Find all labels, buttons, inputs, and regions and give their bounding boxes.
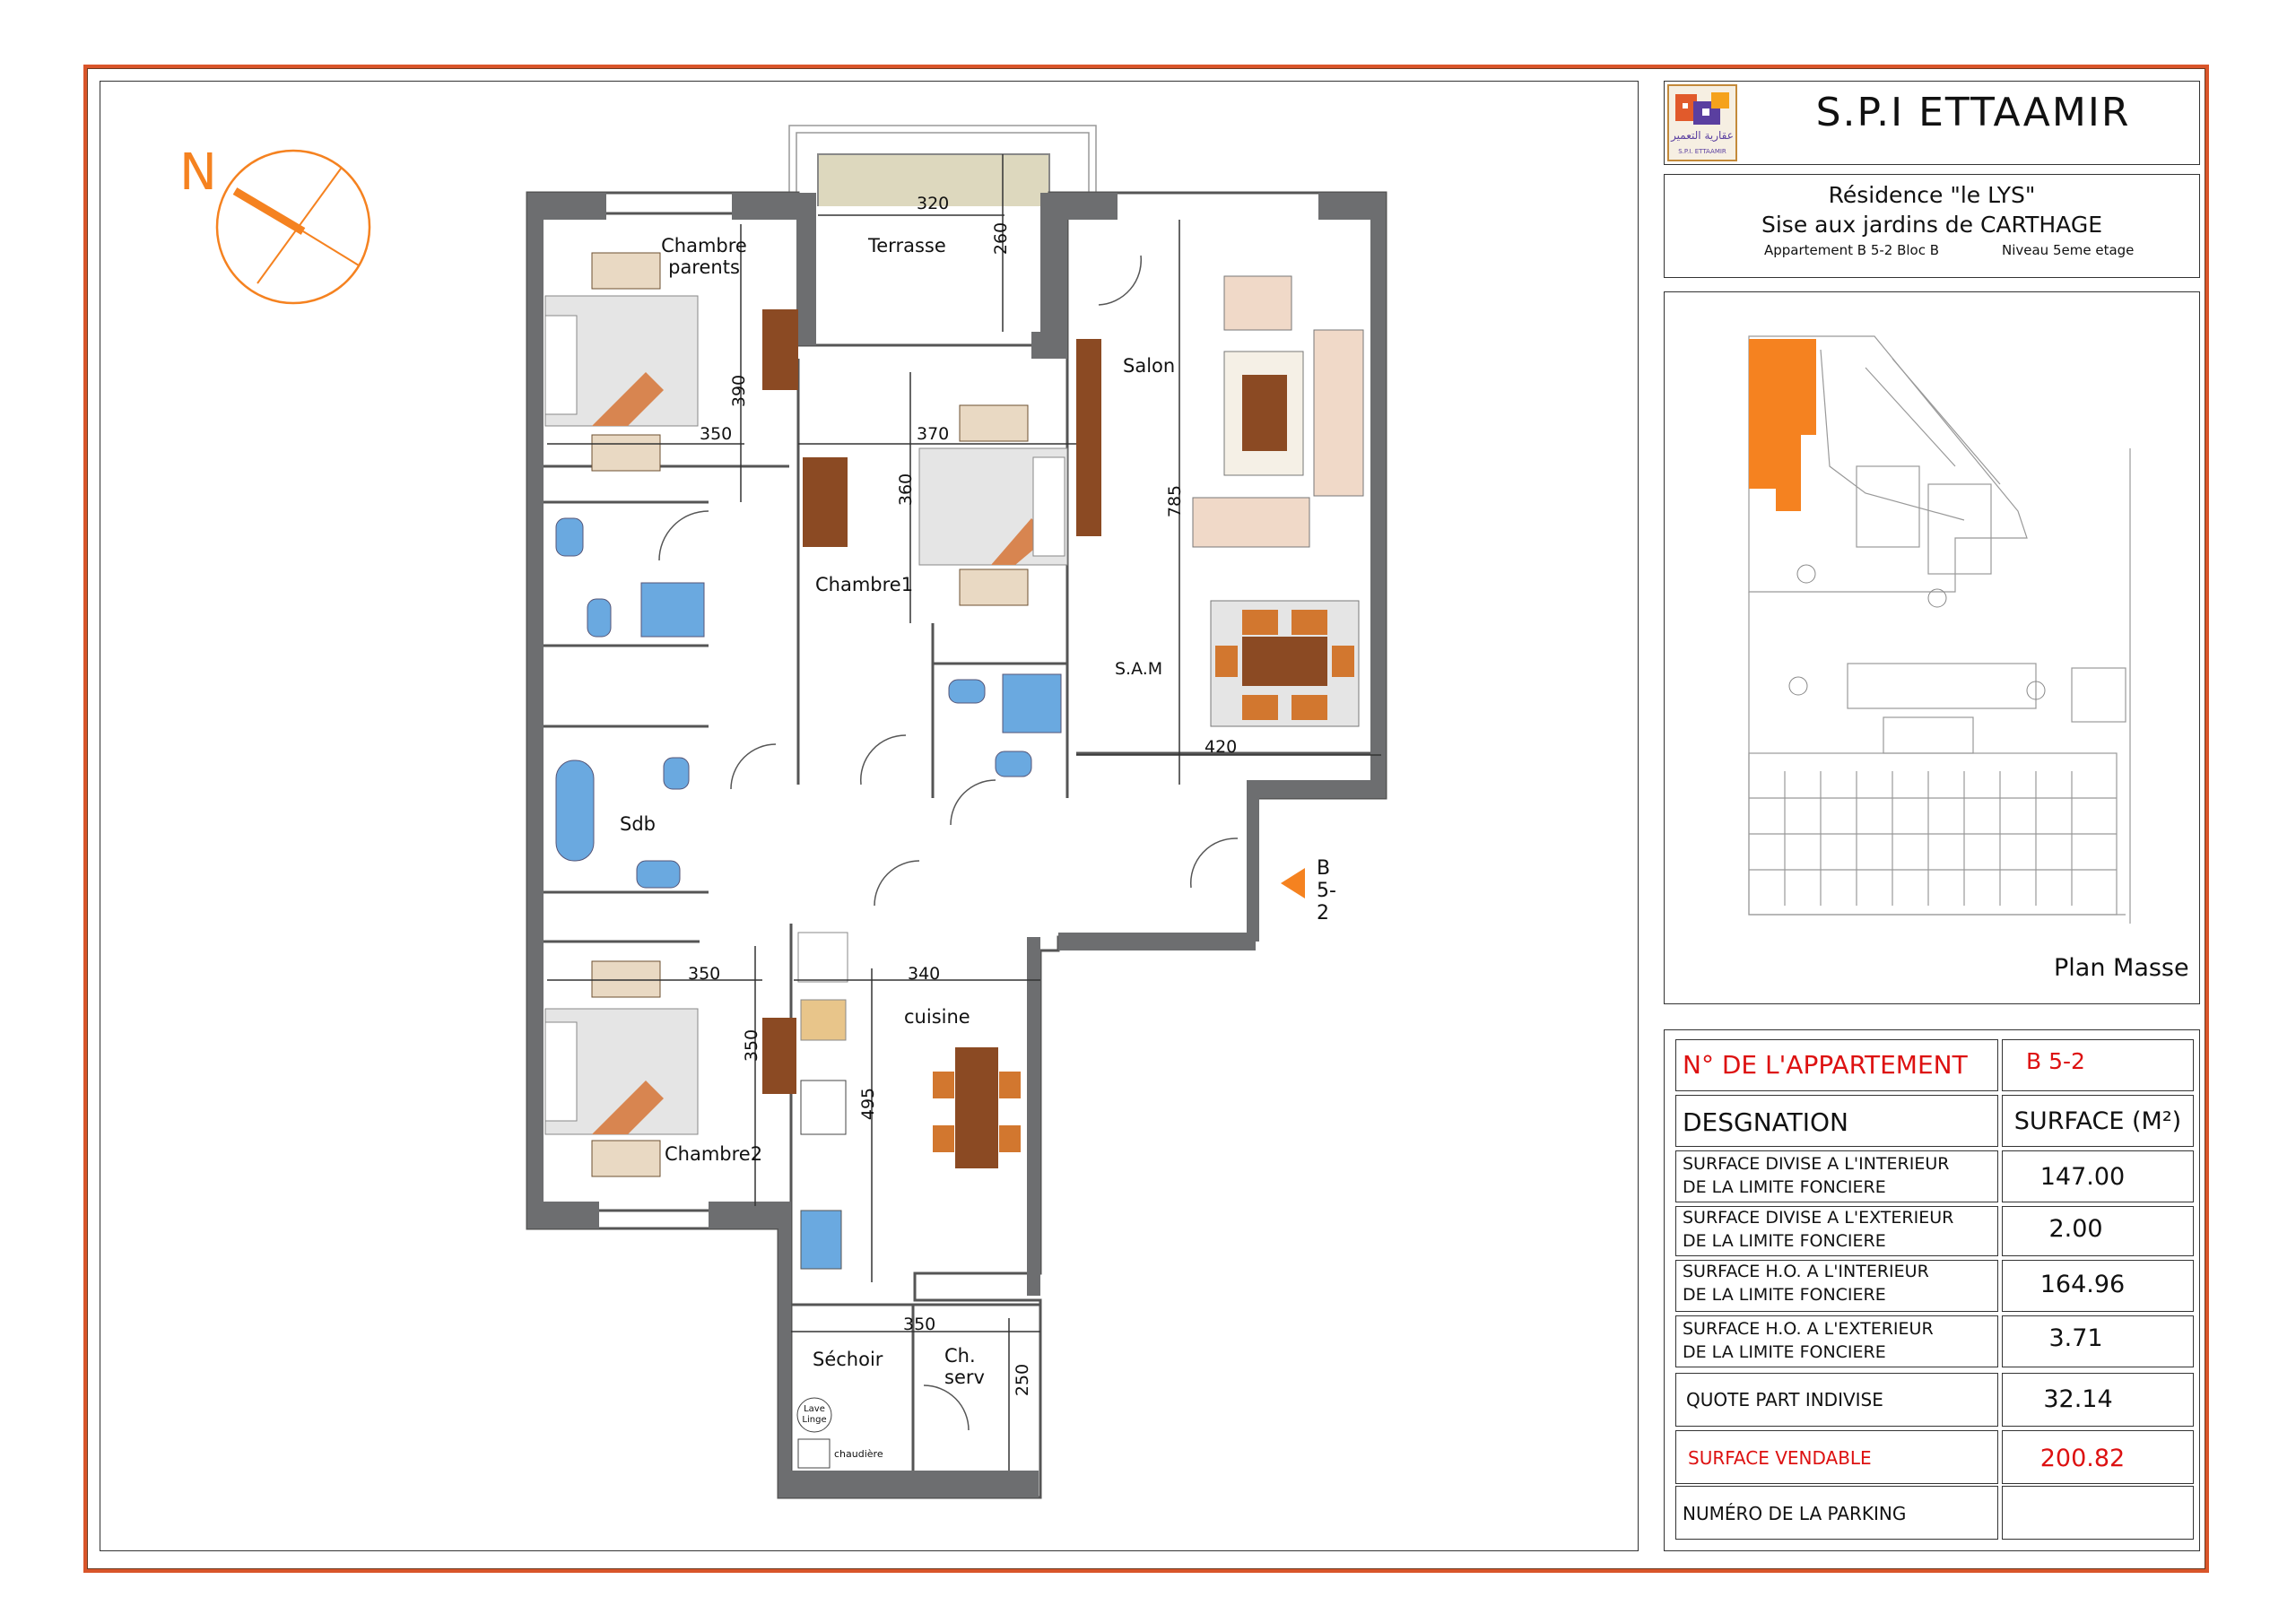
apartment-number-value: B 5-2 [2026,1048,2085,1074]
logo-arabic-text: عقارية التعمير [1670,129,1734,143]
room-label-chambre1: Chambre1 [815,574,914,595]
residence-name: Résidence "le LYS" [1828,182,2036,208]
dim-cuisine-h: 495 [858,1087,879,1121]
site-plan-label: Plan Masse [2054,954,2189,982]
room-label-sdb: Sdb [620,813,656,835]
dim-chambre1-h: 360 [896,473,917,507]
kitchen-counter [797,932,848,1270]
salon-furniture [1192,275,1364,548]
site-plan-box [1664,291,2200,1004]
dim-sechoir-w: 350 [903,1315,936,1334]
apartment-line: Appartement B 5-2 Bloc B [1764,242,1940,258]
row-3-line-2: DE LA LIMITE FONCIERE [1683,1285,1886,1305]
table-cell-apt-label [1675,1039,1998,1091]
table-row-vendable [1675,1430,1998,1484]
table-row-quote [1675,1373,1998,1427]
surface-table: N° DE L'APPARTEMENT B 5-2 DESGNATION SUR… [1664,1029,2200,1551]
table-row-2 [1675,1206,1998,1256]
designation-header: DESGNATION [1683,1107,1848,1137]
table-row-quote-value-cell [2002,1373,2194,1427]
compass-north-label: N [179,143,217,202]
table-row-parking [1675,1486,1998,1540]
surface-vendable-value: 200.82 [2039,1445,2126,1472]
quote-part-label: QUOTE PART INDIVISE [1686,1389,1883,1410]
table-row-4-value-cell [2002,1315,2194,1367]
room-label-cuisine: cuisine [904,1006,970,1028]
door-swings [658,255,1239,1431]
logo-caption-text: S.P.I. ETTAAMIR [1678,148,1726,155]
bed-chambre1 [918,447,1068,566]
bathroom-fixtures [555,517,1062,889]
row-3-value: 164.96 [2039,1271,2126,1298]
dim-cuisine-w: 340 [908,964,941,984]
dim-terrasse-w: 320 [917,194,950,213]
floor-plan-frame [100,81,1639,1551]
row-2-line-2: DE LA LIMITE FONCIERE [1683,1231,1886,1251]
level-line: Niveau 5eme etage [2002,242,2135,258]
room-label-terrasse: Terrasse [868,235,946,256]
row-1-line-2: DE LA LIMITE FONCIERE [1683,1177,1886,1197]
bed-parents [544,295,699,427]
dim-terrasse-h: 260 [991,221,1012,256]
quote-part-value: 32.14 [2043,1385,2113,1413]
row-1-line-1: SURFACE DIVISE A L'INTERIEUR [1683,1154,1950,1174]
apartment-number-label: N° DE L'APPARTEMENT [1683,1050,1968,1080]
site-plan-drawing [1748,335,2131,924]
compass-icon [215,149,371,305]
row-4-line-2: DE LA LIMITE FONCIERE [1683,1342,1886,1362]
table-row-3 [1675,1260,1998,1312]
table-row-3-value-cell [2002,1260,2194,1312]
row-2-value: 2.00 [2048,1215,2103,1243]
dim-salon-h: 785 [1165,484,1186,518]
room-label-sechoir: Séchoir [813,1349,883,1370]
dim-parents-h: 390 [729,374,750,408]
table-row-1 [1675,1150,1998,1202]
parking-label: NUMÉRO DE LA PARKING [1683,1503,1907,1524]
dim-parents-w: 350 [700,424,733,444]
company-logo: عقارية التعمير S.P.I. ETTAAMIR [1666,83,1738,162]
table-row-2-value-cell [2002,1206,2194,1256]
dim-chambre2-h: 350 [742,1028,762,1063]
dimension-lines [547,154,1381,1471]
floor-plan [215,125,1387,1499]
dim-serv-h: 250 [1013,1363,1033,1397]
table-cell-surface-header [2002,1095,2194,1147]
room-label-lave-linge: Lave Linge [802,1404,827,1425]
row-1-value: 147.00 [2039,1163,2126,1191]
table-cell-designation [1675,1095,1998,1147]
dim-chambre2-w: 350 [688,964,721,984]
room-label-salon: Salon [1123,355,1176,377]
table-row-vendable-value-cell [2002,1430,2194,1484]
room-label-chambre2: Chambre2 [665,1143,763,1165]
table-cell-apt-value [2002,1039,2194,1091]
entrance-arrow-icon [1281,868,1305,898]
wall-blocks [527,193,1386,1497]
kitchen-table [933,1047,1021,1168]
entrance-label: B 5-2 [1317,857,1336,924]
room-label-sam: S.A.M [1115,659,1163,679]
residence-box [1664,174,2200,278]
nightstands [591,252,1029,1177]
surface-vendable-label: SURFACE VENDABLE [1688,1447,1872,1469]
room-label-chaudiere: chaudière [834,1448,883,1460]
residence-location: Sise aux jardins de CARTHAGE [1761,212,2103,238]
table-row-1-value-cell [2002,1150,2194,1202]
room-label-ch-serv: Ch. serv [944,1345,985,1388]
row-3-line-1: SURFACE H.O. A L'INTERIEUR [1683,1262,1929,1281]
dim-chambre1-w: 370 [917,424,950,444]
washer-icon [796,1397,832,1469]
row-2-line-1: SURFACE DIVISE A L'EXTERIEUR [1683,1208,1954,1228]
row-4-line-1: SURFACE H.O. A L'EXTERIEUR [1683,1319,1934,1339]
dim-sam-w: 420 [1205,737,1238,757]
dining-table [1210,600,1360,727]
table-row-parking-value-cell [2002,1486,2194,1540]
surface-header: SURFACE (M²) [2013,1107,2182,1135]
sheet-border [83,65,2209,1573]
bed-chambre2 [544,1008,699,1135]
company-title-box [1664,81,2200,165]
room-label-chambre-parents: Chambre parents [661,235,747,278]
table-row-4 [1675,1315,1998,1367]
row-4-value: 3.71 [2048,1324,2103,1352]
company-name: S.P.I ETTAAMIR [1815,90,2131,135]
